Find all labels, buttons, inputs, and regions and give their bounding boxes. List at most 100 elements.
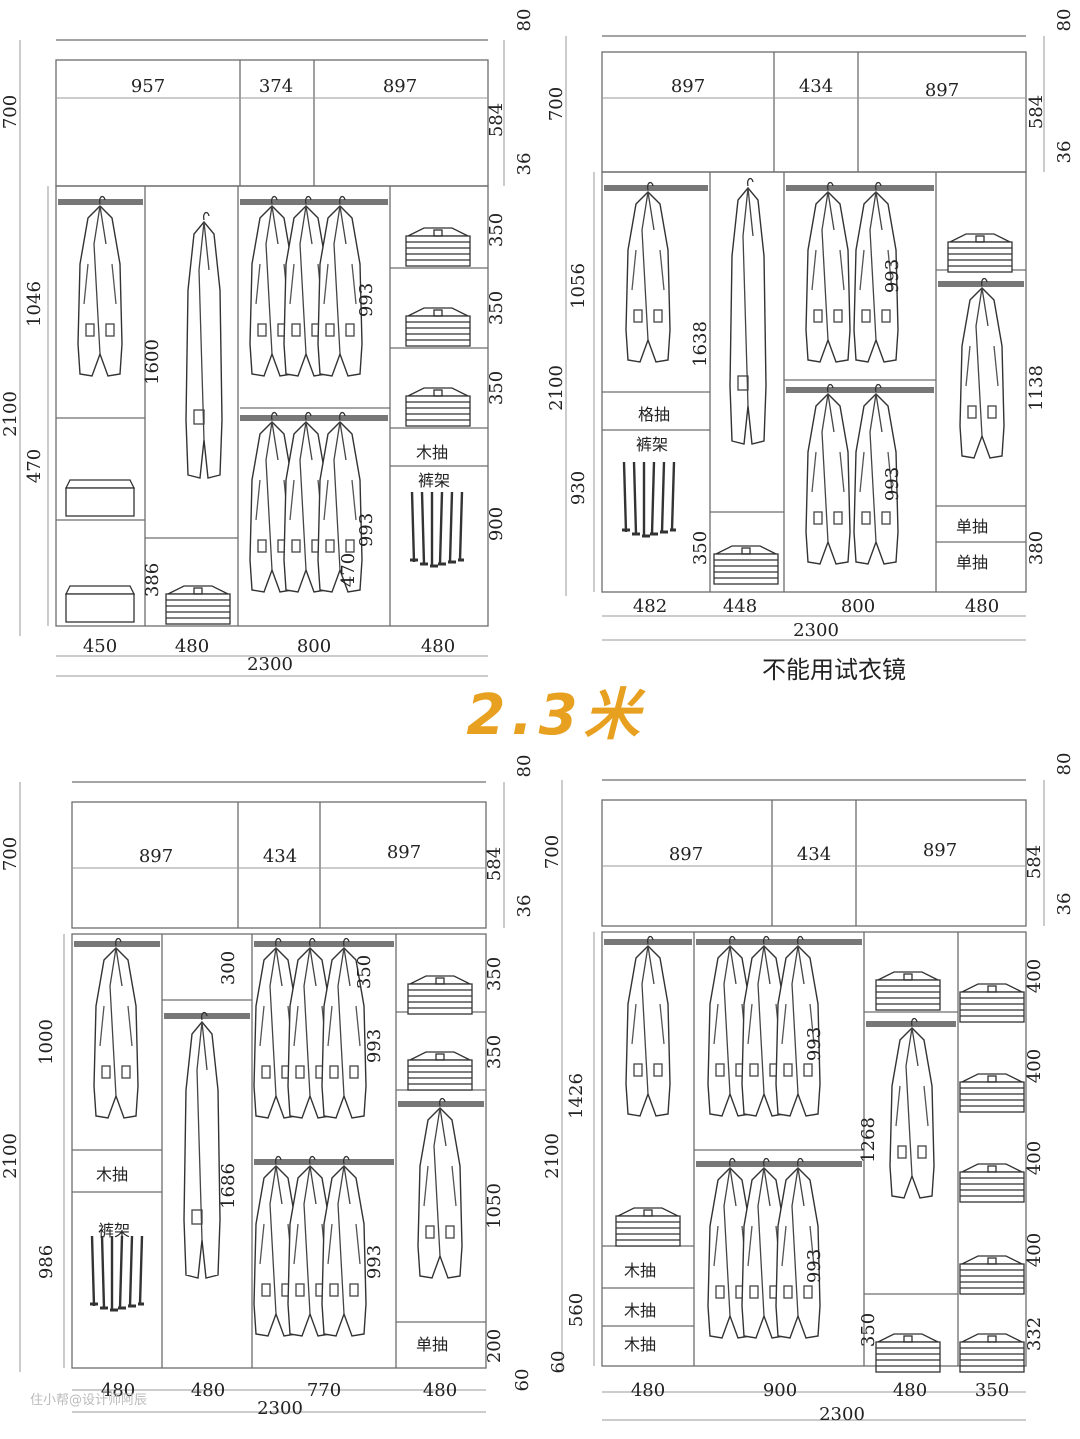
inner-dim: 1268	[858, 1117, 879, 1163]
bottom-width: 800	[297, 636, 331, 657]
height-right: 1050	[484, 1183, 505, 1229]
inner-dim: 300	[218, 951, 239, 985]
inner-dim: 993	[364, 1029, 385, 1063]
pants-rack-label: 裤架	[418, 471, 450, 490]
bottom-width: 800	[841, 596, 875, 617]
top-width-3: 897	[383, 76, 417, 97]
height-left: 930	[568, 471, 589, 505]
height-right: 350	[484, 957, 505, 991]
wardrobe-body	[71, 933, 487, 1369]
total-width: 2300	[793, 620, 839, 641]
height-left: 1056	[568, 263, 589, 309]
inner-dim: 993	[356, 283, 377, 317]
height-left: 1426	[566, 1073, 587, 1119]
inner-dim: 993	[356, 513, 377, 547]
height-left: 700	[546, 87, 567, 121]
height-right: 584	[486, 103, 507, 137]
height-left: 2100	[546, 365, 567, 411]
top-width-2: 434	[797, 844, 831, 865]
wardrobe-body	[601, 931, 1027, 1367]
top-cabinet	[601, 51, 1027, 173]
height-right: 80	[514, 9, 535, 32]
top-width-2: 434	[799, 76, 833, 97]
height-left: 2100	[0, 1133, 21, 1179]
plan-bottom-right	[561, 779, 1045, 1421]
top-cabinet	[71, 801, 487, 929]
drawer-label: 木抽	[96, 1165, 128, 1184]
top-width-1: 897	[139, 846, 173, 867]
drawer-label: 木抽	[624, 1261, 656, 1280]
bottom-width: 480	[191, 1380, 225, 1401]
height-right: 80	[514, 755, 535, 778]
height-right: 36	[1054, 893, 1075, 916]
inner-dim: 1600	[142, 339, 163, 385]
inner-dim: 993	[882, 467, 903, 501]
height-right: 36	[1054, 141, 1075, 164]
inner-dim: 470	[338, 553, 359, 587]
wardrobe-body	[55, 185, 489, 627]
inner-dim: 350	[354, 955, 375, 989]
drawer-label: 木抽	[416, 443, 448, 462]
height-left: 2100	[542, 1133, 563, 1179]
drawer-label: 木抽	[624, 1301, 656, 1320]
bottom-width: 480	[423, 1380, 457, 1401]
height-right: 332	[1024, 1317, 1045, 1351]
height-left: 560	[566, 1293, 587, 1327]
inner-dim: 993	[882, 259, 903, 293]
drawer-label: 单抽	[956, 553, 988, 572]
bottom-width: 900	[763, 1380, 797, 1401]
total-width: 2300	[247, 654, 293, 675]
height-left: 700	[0, 837, 21, 871]
inner-dim: 350	[690, 531, 711, 565]
height-right: 400	[1024, 1141, 1045, 1175]
height-right: 900	[486, 507, 507, 541]
height-right: 36	[514, 153, 535, 176]
plan-top-left	[19, 39, 505, 677]
height-left: 700	[0, 95, 21, 129]
height-right: 584	[1024, 845, 1045, 879]
bottom-width: 480	[421, 636, 455, 657]
bottom-width: 350	[975, 1380, 1009, 1401]
height-right: 350	[484, 1035, 505, 1069]
bottom-width: 482	[633, 596, 667, 617]
height-left: 1046	[24, 281, 45, 327]
height-right: 1138	[1026, 365, 1047, 411]
height-right: 200	[484, 1329, 505, 1363]
watermark: 住小帮@设计师阿辰	[30, 1393, 147, 1408]
caption: 不能用试衣镜	[762, 656, 906, 684]
top-width-2: 434	[263, 846, 297, 867]
pants-rack-label: 裤架	[98, 1221, 130, 1240]
height-right: 584	[1026, 95, 1047, 129]
drawer-label: 木抽	[624, 1335, 656, 1354]
height-left: 700	[542, 835, 563, 869]
bottom-width: 480	[893, 1380, 927, 1401]
drawer-label: 单抽	[416, 1335, 448, 1354]
bottom-width: 770	[307, 1380, 341, 1401]
plan-bottom-left	[19, 781, 505, 1413]
top-width-1: 897	[671, 76, 705, 97]
height-left: 1000	[36, 1019, 57, 1065]
height-right: 350	[486, 213, 507, 247]
pants-rack-label: 裤架	[636, 435, 668, 454]
height-right: 584	[484, 847, 505, 881]
height-right: 60	[512, 1369, 533, 1392]
top-width-2: 374	[259, 76, 293, 97]
top-width-3: 897	[923, 840, 957, 861]
height-right: 400	[1024, 959, 1045, 993]
top-width-3: 897	[925, 80, 959, 101]
height-right: 400	[1024, 1233, 1045, 1267]
height-right: 36	[514, 895, 535, 918]
height-right: 80	[1054, 753, 1075, 776]
inner-dim: 993	[804, 1027, 825, 1061]
top-width-1: 957	[131, 76, 165, 97]
bottom-width: 448	[723, 596, 757, 617]
height-left: 60	[548, 1351, 569, 1374]
drawer-label: 格抽	[638, 405, 670, 424]
height-left: 2100	[0, 391, 21, 437]
height-right: 380	[1026, 531, 1047, 565]
bottom-width: 480	[631, 1380, 665, 1401]
height-right: 400	[1024, 1049, 1045, 1083]
inner-dim: 1638	[690, 321, 711, 367]
headline: 2.3米	[466, 683, 646, 748]
top-width-3: 897	[387, 842, 421, 863]
